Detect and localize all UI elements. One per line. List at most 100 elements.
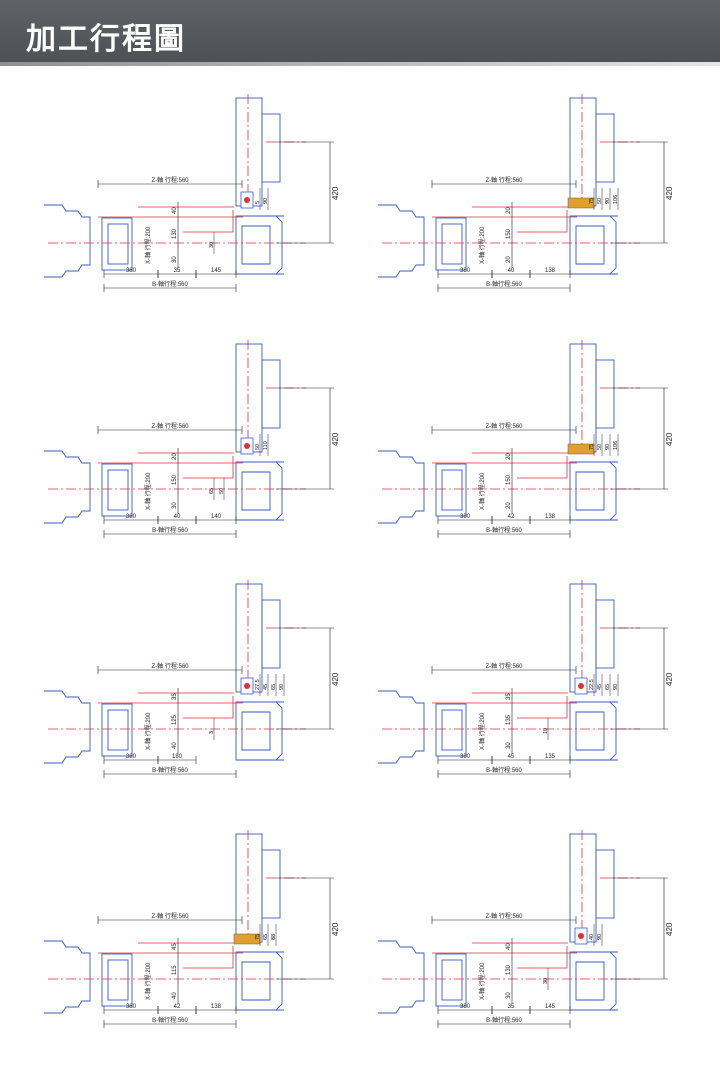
travel-path xyxy=(138,452,234,479)
inner-dim-2-label: 50 xyxy=(219,488,225,494)
b-axis-dimension-label: B-軸行程:560 xyxy=(152,280,188,288)
tool-path xyxy=(48,580,306,730)
tool-holder xyxy=(240,437,254,455)
z-axis-dimension-label: Z-軸 行程:560 xyxy=(485,422,523,430)
machine-outline xyxy=(378,583,618,764)
left-dim-1-label: 20 xyxy=(506,207,512,214)
chuck-flange xyxy=(276,701,284,761)
left-dim-2-label: 130 xyxy=(506,964,512,975)
chuck-body xyxy=(569,701,617,761)
x-axis-label: X-軸 行程:200 xyxy=(478,962,486,1000)
travel-path xyxy=(138,942,234,969)
chuck-inner xyxy=(241,225,271,265)
bottom-dim-2-label: 42 xyxy=(508,514,515,520)
chuck-flange xyxy=(276,461,284,521)
tailstock-profile xyxy=(44,204,91,278)
chuck-flange xyxy=(610,951,618,1011)
travel-path xyxy=(138,206,234,233)
b-axis-dimension-label: B-軸行程:560 xyxy=(486,1016,522,1024)
left-dim-1-label: 40 xyxy=(506,943,512,950)
right-dim-3-label: 88 xyxy=(271,934,277,940)
tool-path xyxy=(382,580,640,730)
left-dim-3-label: 20 xyxy=(506,502,512,509)
machine-outline xyxy=(378,97,618,278)
right-dim-1-label: 27.5 xyxy=(255,679,261,690)
tool-path xyxy=(48,830,306,980)
chuck-inner xyxy=(241,471,271,511)
z-axis-dimension-label: Z-軸 行程:560 xyxy=(151,422,189,430)
bottom-dim-1-label: 380 xyxy=(460,514,471,520)
right-dim-1-label: 75 xyxy=(589,198,595,204)
right-dim-4-label: 90 xyxy=(613,684,619,690)
x-axis-label: X-軸 行程:200 xyxy=(144,472,152,510)
left-dim-1-label: 45 xyxy=(172,943,178,950)
inner-dim-1-label: 30 xyxy=(209,242,215,248)
total-travel-label: 420 xyxy=(665,432,674,446)
right-dim-1-label: 5 xyxy=(255,201,261,204)
inner-dim-1-label: 3 xyxy=(209,731,215,734)
tailstock-block xyxy=(435,217,467,271)
left-dim-2-label: 125 xyxy=(172,714,178,725)
bottom-dim-3-label: 145 xyxy=(211,268,222,274)
total-travel-label: 420 xyxy=(665,186,674,200)
spindle-head xyxy=(261,359,281,429)
chuck-body xyxy=(569,461,617,521)
tool-path xyxy=(48,94,306,244)
chuck-inner xyxy=(241,961,271,1001)
chuck-body xyxy=(235,215,283,275)
tailstock-quill xyxy=(107,709,129,751)
tool-tip-icon xyxy=(244,197,250,203)
right-dim-2-label: 50 xyxy=(597,198,603,204)
spindle-column xyxy=(235,97,263,207)
chuck-body xyxy=(235,951,283,1011)
z-axis-dimension-label: Z-軸 行程:560 xyxy=(151,662,189,670)
left-dim-1-label: 35 xyxy=(172,693,178,700)
tailstock-profile xyxy=(378,450,425,524)
chuck-inner xyxy=(575,711,605,751)
right-dim-1-label: 75 xyxy=(589,444,595,450)
z-axis-dimension-label: Z-軸 行程:560 xyxy=(151,912,189,920)
chuck-body xyxy=(569,951,617,1011)
z-axis-dimension-label: Z-軸 行程:560 xyxy=(485,912,523,920)
bottom-dim-3-label: 140 xyxy=(211,514,222,520)
tailstock-quill xyxy=(441,959,463,1001)
total-travel-label: 420 xyxy=(665,672,674,686)
spindle-head xyxy=(595,849,615,919)
left-dim-3-label: 30 xyxy=(506,742,512,749)
chuck-inner xyxy=(575,961,605,1001)
b-axis-dimension-label: B-軸行程:560 xyxy=(152,526,188,534)
spindle-column xyxy=(235,343,263,453)
x-axis-label: X-軸 行程:200 xyxy=(478,712,486,750)
inner-dim-1-label: 65 xyxy=(209,488,215,494)
total-travel-label: 420 xyxy=(331,922,340,936)
right-dim-2-label: 90 xyxy=(597,934,603,940)
spindle-column xyxy=(569,97,597,207)
chuck-body xyxy=(235,461,283,521)
header-accent-bar xyxy=(0,62,720,66)
b-axis-dimension-label: B-軸行程:560 xyxy=(486,526,522,534)
machine-outline xyxy=(44,583,284,764)
b-axis-dimension-label: B-軸行程:560 xyxy=(152,1016,188,1024)
b-axis-dimension-label: B-軸行程:560 xyxy=(486,280,522,288)
bottom-dim-3-label: 145 xyxy=(545,1004,556,1010)
tailstock-block xyxy=(101,953,133,1007)
right-dim-1-label: 75 xyxy=(255,934,261,940)
tailstock-profile xyxy=(44,940,91,1014)
spindle-head xyxy=(261,599,281,669)
right-dim-2-label: 65 xyxy=(263,934,269,940)
right-dim-4-label: 90 xyxy=(279,684,285,690)
bottom-dim-2-label: 42 xyxy=(174,1004,181,1010)
left-dim-2-label: 150 xyxy=(506,474,512,485)
left-dim-3-label: 40 xyxy=(172,992,178,999)
travel-path xyxy=(472,206,568,233)
